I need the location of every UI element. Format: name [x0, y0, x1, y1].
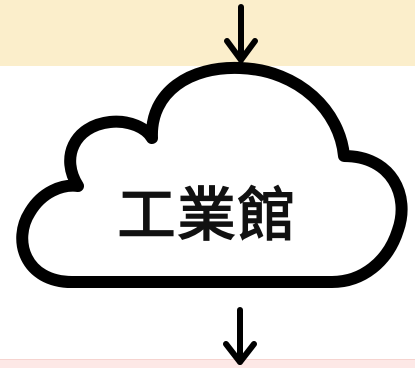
incoming-arrow: [224, 4, 258, 63]
cloud-node: [16, 61, 408, 288]
top-band: [0, 0, 415, 66]
bottom-band: [0, 360, 415, 368]
bottom-band-border: [0, 359, 415, 360]
node-label: 工業館: [117, 181, 298, 249]
outgoing-arrow: [223, 307, 257, 365]
